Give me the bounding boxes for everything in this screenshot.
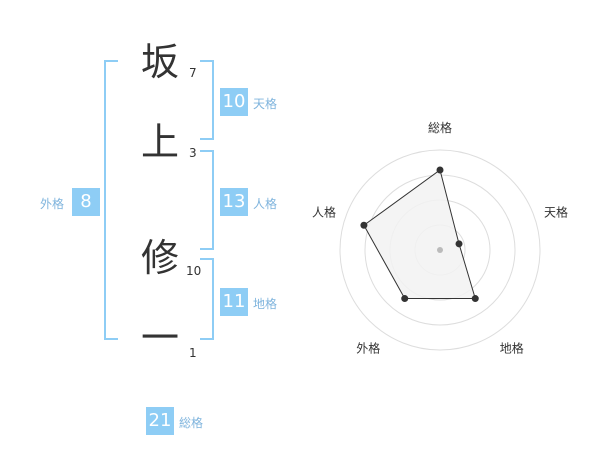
radar-point-2 [455,240,463,248]
chikaku-bracket [200,258,214,340]
stroke-count-2: 3 [189,146,197,160]
stroke-count-4: 1 [189,346,197,360]
jinkaku-value: 13 [220,188,248,216]
radar-center-dot [437,247,443,253]
radar-point-3 [471,295,479,303]
radar-point-4 [401,295,409,303]
tenkaku-label: 天格 [253,97,278,111]
chikaku-value: 11 [220,288,248,316]
radar-axis-label-4: 外格 [356,341,380,356]
radar-axis-label-1: 総格 [428,120,452,135]
name-char-3: 修 [140,236,179,280]
stroke-count-1: 7 [189,66,197,80]
chikaku-label: 地格 [253,297,278,311]
soukaku-label: 総格 [179,416,204,430]
radar-axis-label-3: 地格 [500,341,524,356]
tenkaku-bracket [200,60,214,140]
name-char-4: 一 [140,316,179,360]
jinkaku-label: 人格 [253,197,278,211]
name-char-2: 上 [140,120,179,164]
tenkaku-value: 10 [220,88,248,116]
radar-point-1 [436,166,444,174]
gaikaku-bracket [104,60,118,340]
stroke-count-3: 10 [186,264,202,278]
soukaku-value: 21 [146,407,174,435]
radar-point-5 [360,221,368,229]
radar-series-polygon [363,169,476,300]
radar-ring-4 [339,149,541,351]
jinkaku-bracket [200,150,214,250]
radar-axis-label-5: 人格 [312,204,336,219]
name-char-1: 坂 [140,40,179,84]
gaikaku-value: 8 [72,188,100,216]
gaikaku-label: 外格 [40,197,65,211]
radar-axis-label-2: 天格 [544,204,568,219]
